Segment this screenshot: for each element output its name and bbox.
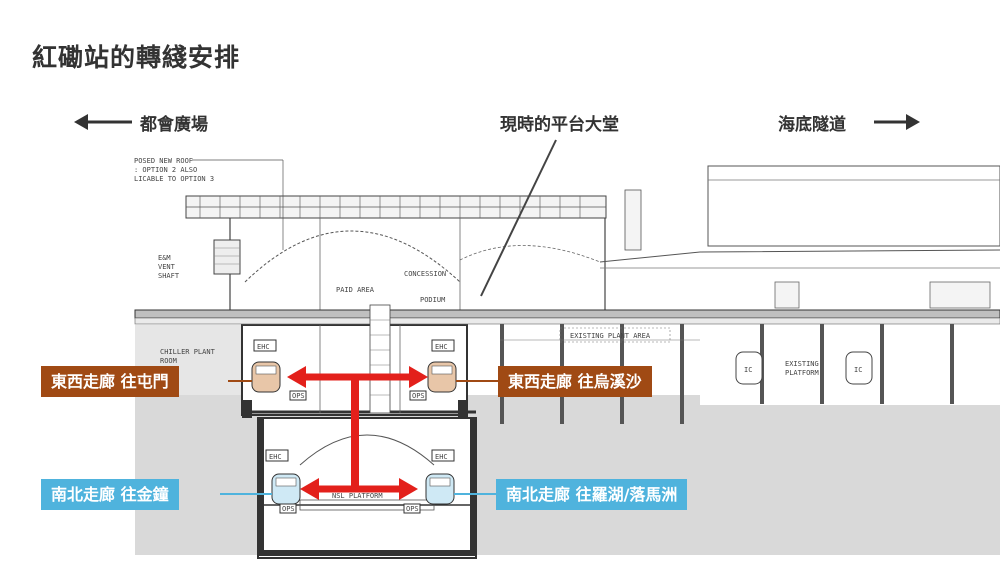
ehc-box	[431, 339, 455, 352]
svg-text:E&M: E&M	[158, 254, 171, 262]
svg-text:VENT: VENT	[158, 263, 176, 271]
svg-text:LICABLE TO OPTION 3: LICABLE TO OPTION 3	[134, 175, 214, 183]
svg-text:: OPTION 2 ALSO: : OPTION 2 ALSO	[134, 166, 197, 174]
svg-text:IC: IC	[854, 366, 862, 374]
direction-center-label: 現時的平台大堂	[500, 115, 619, 135]
svg-text:OPS: OPS	[292, 392, 305, 400]
ehc-box	[431, 449, 455, 462]
svg-text:PAID AREA: PAID AREA	[336, 286, 375, 294]
page-title: 紅磡站的轉綫安排	[32, 43, 241, 72]
right-arrow-icon	[874, 114, 920, 130]
svg-text:PLATFORM: PLATFORM	[785, 369, 819, 377]
svg-text:ROOM: ROOM	[160, 357, 177, 365]
svg-text:EXISTING PLANT AREA: EXISTING PLANT AREA	[570, 332, 651, 340]
interchange-arrows	[287, 366, 428, 500]
svg-text:OPS: OPS	[282, 505, 295, 513]
svg-text:OPS: OPS	[412, 392, 425, 400]
direction-right-label: 海底隧道	[778, 115, 846, 135]
ehc-box	[265, 449, 289, 462]
svg-text:NSL PLATFORM: NSL PLATFORM	[332, 492, 383, 500]
ew-right-label: 東西走廊 往烏溪沙	[498, 366, 652, 397]
ns-right-label: 南北走廊 往羅湖/落馬洲	[496, 479, 688, 510]
svg-text:CONCESSION: CONCESSION	[404, 270, 446, 278]
svg-text:EHC: EHC	[269, 453, 282, 461]
train-ns-left-icon	[271, 473, 301, 505]
svg-text:OPS: OPS	[406, 505, 419, 513]
ns-left-label: 南北走廊 往金鐘	[41, 479, 179, 510]
train-ew-right-icon	[427, 361, 457, 393]
direction-left-label: 都會廣場	[140, 115, 208, 135]
svg-text:CHILLER PLANT: CHILLER PLANT	[160, 348, 216, 356]
svg-text:EXISTING: EXISTING	[785, 360, 819, 368]
svg-text:EHC: EHC	[435, 343, 448, 351]
train-ew-left-icon	[251, 361, 281, 393]
left-arrow-icon	[74, 114, 132, 130]
svg-text:SHAFT: SHAFT	[158, 272, 180, 280]
svg-text:EHC: EHC	[435, 453, 448, 461]
svg-text:IC: IC	[744, 366, 752, 374]
svg-text:PODIUM: PODIUM	[420, 296, 445, 304]
ehc-box	[253, 339, 277, 352]
svg-text:POSED NEW ROOF: POSED NEW ROOF	[134, 157, 193, 165]
svg-text:EHC: EHC	[257, 343, 270, 351]
ew-left-label: 東西走廊 往屯門	[41, 366, 179, 397]
train-ns-right-icon	[425, 473, 455, 505]
